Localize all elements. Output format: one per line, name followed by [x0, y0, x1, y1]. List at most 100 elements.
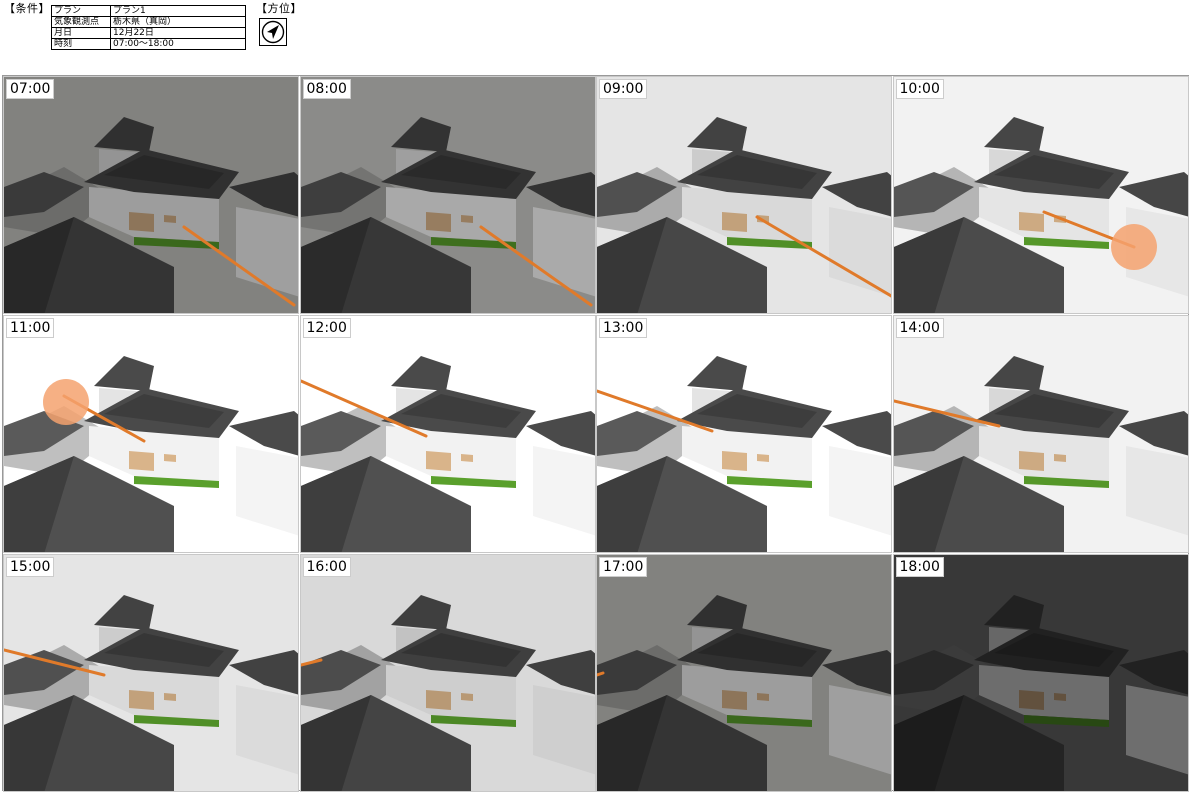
neighbor-roof-right: [1118, 172, 1188, 217]
neighbor-roof-right: [229, 411, 298, 456]
neighbor-roof-front-dark: [597, 217, 667, 313]
lawn-strip: [430, 715, 516, 727]
lawn-strip: [134, 237, 219, 249]
conditions-heading: 【条件】: [4, 2, 50, 15]
neighbor-roof-left: [597, 411, 677, 456]
neighbor-roof-front-dark: [4, 456, 74, 552]
neighbor-roof-right: [822, 411, 891, 456]
house-window: [722, 451, 747, 471]
house-roof-ridge: [697, 155, 817, 189]
time-label: 15:00: [6, 557, 55, 577]
house-roof-ridge: [993, 394, 1114, 428]
neighbor-roof-right: [822, 172, 891, 217]
house-roof-ridge: [104, 394, 224, 428]
lawn-strip: [727, 237, 812, 249]
shade-overlay: [893, 77, 1188, 313]
lawn-strip: [134, 715, 219, 727]
house-roof-ridge: [104, 155, 224, 189]
conditions-table: プラン プラン1 気象観測点 栃木県（真岡） 月日 12月22日 時刻 07:0…: [51, 5, 246, 50]
shadow-scene: [300, 316, 595, 552]
shadow-scene: [597, 77, 891, 313]
neighbor-roof-front-dark: [300, 695, 371, 791]
time-label: 09:00: [599, 79, 648, 99]
neighbor-roof-back: [983, 117, 1044, 152]
shadow-scene: [4, 555, 298, 791]
neighbor-roof-back: [390, 117, 451, 152]
neighbor-roof-left: [597, 172, 677, 217]
time-panel: 10:00: [892, 76, 1189, 314]
time-panel: 13:00: [596, 315, 892, 553]
house-window: [757, 693, 769, 701]
time-label: 07:00: [6, 79, 55, 99]
shadow-scene: [4, 316, 298, 552]
sun-ray: [300, 379, 427, 438]
neighbor-roof-front-dark: [300, 217, 371, 313]
neighbor-roof-back: [687, 356, 747, 391]
house-window: [425, 212, 451, 232]
neighbor-roof-back: [94, 595, 154, 630]
condition-key: 時刻: [51, 38, 111, 50]
neighbor-roof-front-dark: [4, 695, 74, 791]
sun-disc: [43, 379, 89, 425]
house-window: [722, 690, 747, 710]
time-panel: 09:00: [596, 76, 892, 314]
neighbor-roof-right: [229, 650, 298, 695]
neighbor-wall-right: [236, 446, 298, 536]
time-panel: 17:00: [596, 554, 892, 792]
lawn-strip: [430, 476, 516, 488]
neighbor-wall-right: [829, 685, 891, 775]
sun-ray: [182, 225, 296, 307]
lawn-strip: [1023, 237, 1109, 249]
neighbor-roof-back: [983, 356, 1044, 391]
shade-overlay: [300, 555, 595, 791]
lawn-strip: [1023, 476, 1109, 488]
neighbor-roof-front-dark: [597, 695, 667, 791]
shade-overlay: [893, 316, 1188, 552]
time-panel: 18:00: [892, 554, 1189, 792]
neighbor-wall-right: [1125, 446, 1188, 536]
condition-value: 07:00〜18:00: [110, 38, 246, 50]
shade-overlay: [597, 555, 891, 791]
neighbor-wall-right: [829, 207, 891, 297]
condition-key: プラン: [51, 5, 111, 17]
condition-key: 気象観測点: [51, 16, 111, 28]
shadow-scene: [300, 77, 595, 313]
lawn-strip: [727, 715, 812, 727]
house-window: [425, 690, 451, 710]
shadow-scene: [893, 77, 1188, 313]
neighbor-roof-left: [893, 411, 974, 456]
neighbor-wall-right: [829, 446, 891, 536]
house-roof-ridge: [104, 633, 224, 667]
time-label: 11:00: [6, 318, 55, 338]
neighbor-roof-left: [4, 172, 84, 217]
neighbor-roof-front-dark: [893, 217, 964, 313]
neighbor-roof-left: [300, 411, 381, 456]
house-window: [460, 693, 473, 701]
neighbor-roof-left: [893, 172, 974, 217]
house-window: [1018, 212, 1044, 232]
sun-ray: [597, 389, 714, 433]
neighbor-roof-back: [94, 117, 154, 152]
house-window: [129, 212, 154, 232]
time-panel: 16:00: [299, 554, 596, 792]
time-panel: 07:00: [3, 76, 299, 314]
house-roof-ridge: [697, 394, 817, 428]
house-roof-ridge: [400, 155, 521, 189]
time-label: 14:00: [895, 318, 944, 338]
shadow-scene: [4, 77, 298, 313]
house-window: [722, 212, 747, 232]
lawn-strip: [430, 237, 516, 249]
sun-ray: [597, 671, 605, 677]
shadow-scene: [300, 555, 595, 791]
lawn-strip: [134, 476, 219, 488]
time-label: 17:00: [599, 557, 648, 577]
neighbor-roof-right: [525, 172, 595, 217]
house-roof-ridge: [993, 155, 1114, 189]
direction-heading: 【方位】: [256, 2, 302, 15]
condition-value: 12月22日: [110, 27, 246, 39]
neighbor-roof-right: [229, 172, 298, 217]
house-window: [129, 451, 154, 471]
condition-row-station: 気象観測点 栃木県（真岡）: [51, 16, 246, 28]
house-window: [425, 451, 451, 471]
